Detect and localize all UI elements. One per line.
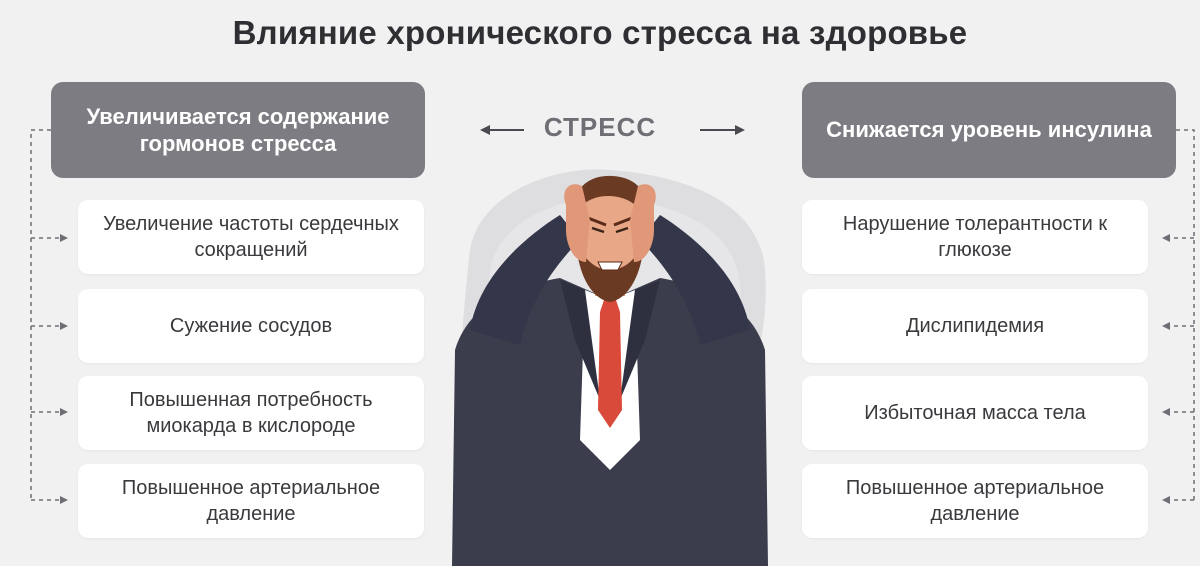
- arrowhead-icon: [60, 408, 68, 416]
- arrowhead-icon: [1162, 496, 1170, 504]
- tie: [598, 300, 622, 428]
- right-lapel: [620, 280, 660, 400]
- stress-label: СТРЕСС: [543, 112, 657, 142]
- left-item-text: Повышенная потребность миокарда в кислор…: [129, 389, 373, 437]
- head: [574, 186, 646, 274]
- left-item-text: Увеличение частоты сердечных сокращений: [103, 213, 399, 261]
- left-eye: [591, 226, 605, 234]
- arrowhead-icon: [1162, 322, 1170, 330]
- right-header-box: Снижается уровень инсулина: [802, 82, 1176, 178]
- arrowhead-icon: [60, 496, 68, 504]
- right-item-text: Нарушение толерантности к глюкозе: [842, 213, 1108, 261]
- arrowhead-icon: [1162, 234, 1170, 242]
- right-arm: [640, 215, 750, 345]
- left-lapel: [560, 280, 600, 400]
- page-title: Влияние хронического стресса на здоровье: [232, 14, 968, 51]
- left-item-card: Увеличение частоты сердечных сокращений: [78, 200, 424, 274]
- stressed-man-illustration: [452, 175, 768, 566]
- right-item-text: Повышенное артериальное давление: [845, 477, 1105, 525]
- left-item-card: Повышенное артериальное давление: [78, 464, 424, 538]
- left-item-card: Сужение сосудов: [78, 289, 424, 363]
- left-connector-arrowheads: [60, 234, 68, 504]
- right-eyebrow: [613, 216, 633, 227]
- right-header-text: Снижается уровень инсулина: [826, 117, 1152, 143]
- left-item-card: Повышенная потребность миокарда в кислор…: [78, 376, 424, 450]
- right-item-card: Дислипидемия: [802, 289, 1148, 363]
- right-item-card: Избыточная масса тела: [802, 376, 1148, 450]
- arrowhead-icon: [60, 322, 68, 330]
- hair: [573, 175, 647, 218]
- mouth: [597, 261, 623, 271]
- left-connector: [30, 129, 60, 501]
- arrow-right-icon: [700, 125, 745, 135]
- left-item-text: Сужение сосудов: [169, 315, 333, 337]
- arrow-left-icon: [480, 125, 524, 135]
- arrowhead-icon: [1162, 408, 1170, 416]
- right-item-card: Нарушение толерантности к глюкозе: [802, 200, 1148, 274]
- left-header-text: Увеличивается содержание гормонов стресс…: [86, 103, 390, 157]
- right-eye: [615, 226, 629, 234]
- beard: [576, 240, 644, 302]
- right-item-text: Дислипидемия: [905, 315, 1045, 337]
- left-arm: [470, 215, 580, 345]
- left-item-text: Повышенное артериальное давление: [121, 477, 381, 525]
- right-item-card: Повышенное артериальное давление: [802, 464, 1148, 538]
- right-connector-arrowheads: [1162, 234, 1170, 504]
- right-connector: [1170, 129, 1195, 501]
- arrowhead-icon: [60, 234, 68, 242]
- left-hand: [564, 184, 590, 262]
- left-eyebrow: [587, 216, 607, 227]
- right-hand: [630, 184, 656, 262]
- right-item-text: Избыточная масса тела: [864, 402, 1086, 424]
- left-header-box: Увеличивается содержание гормонов стресс…: [51, 82, 425, 178]
